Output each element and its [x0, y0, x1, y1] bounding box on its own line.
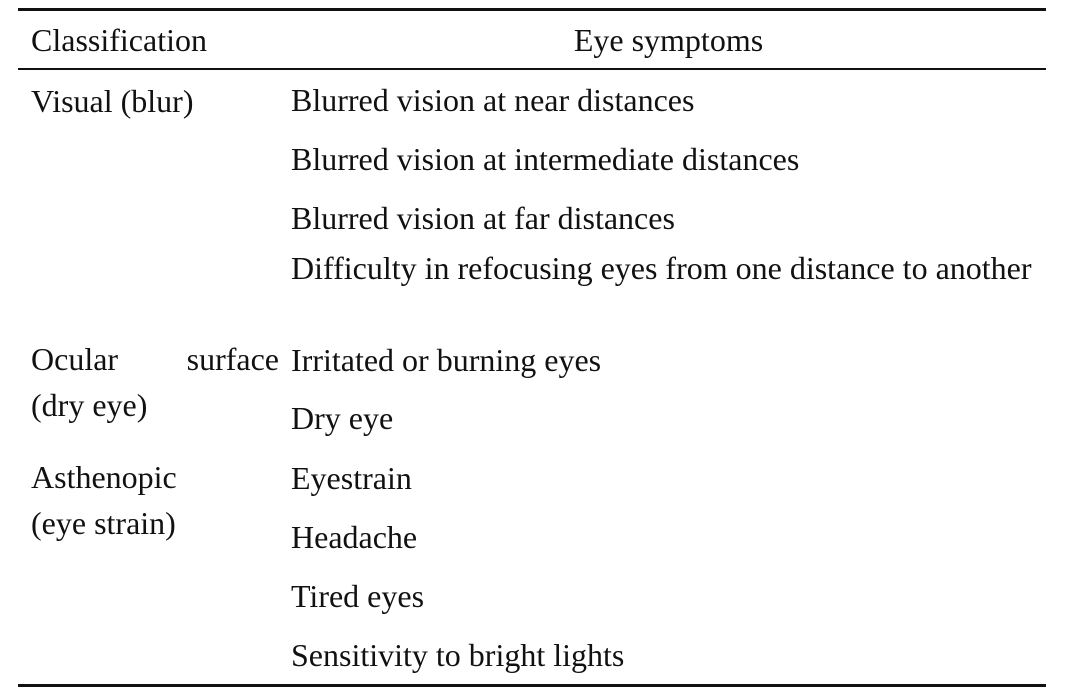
symptom-near-blur: Blurred vision at near distances: [291, 82, 695, 118]
symptom-far-blur: Blurred vision at far distances: [291, 200, 675, 236]
symptom-table: Classification Eye symptoms Visual (blur…: [18, 8, 1046, 688]
symptom-intermediate-blur: Blurred vision at intermediate distances: [291, 141, 800, 177]
classification-ocular-line-2: (dry eye): [31, 387, 148, 423]
classification-visual-line-1: Visual (blur): [31, 83, 194, 119]
symptom-headache: Headache: [291, 519, 418, 555]
classification-visual: Visual (blur): [31, 78, 279, 124]
classification-ocular-surface: Ocular surface (dry eye): [31, 336, 279, 428]
symptom-eyestrain: Eyestrain: [291, 460, 412, 496]
classification-asthenopic-line-2: (eye strain): [31, 505, 176, 541]
symptom-dry-eye: Dry eye: [291, 400, 394, 436]
header-classification: Classification: [31, 22, 207, 58]
symptom-tired-eyes: Tired eyes: [291, 578, 425, 614]
table-bottom-rule: [18, 684, 1046, 687]
table-header-rule: [18, 68, 1046, 70]
classification-ocular-line-1: Ocular surface: [31, 341, 279, 377]
classification-asthenopic-line-1: Asthenopic: [31, 459, 177, 495]
header-eye-symptoms: Eye symptoms: [573, 22, 764, 58]
classification-asthenopic: Asthenopic (eye strain): [31, 454, 279, 546]
symptom-light-sensitivity: Sensitivity to bright lights: [291, 637, 625, 673]
table-top-rule: [18, 8, 1046, 11]
symptom-refocusing: Difficulty in refocusing eyes from one d…: [291, 250, 1032, 286]
symptom-irritated: Irritated or burning eyes: [291, 342, 602, 378]
